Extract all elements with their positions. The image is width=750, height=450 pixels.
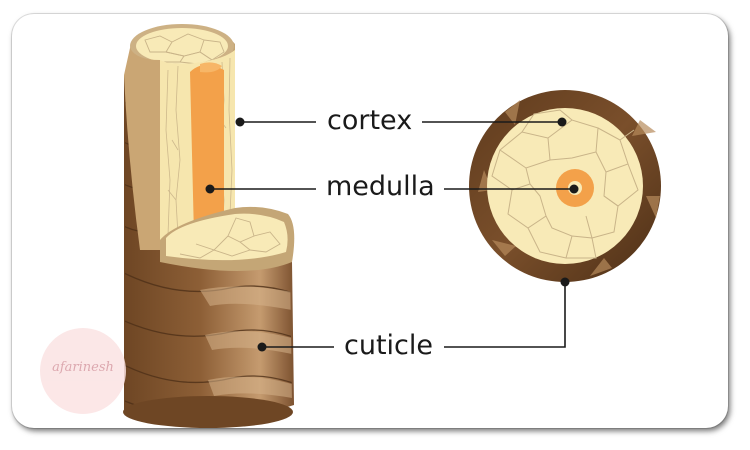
medulla-core xyxy=(190,62,224,240)
cuticle-pointer xyxy=(257,277,570,352)
medulla-pointer xyxy=(205,184,579,194)
cuticle-layer xyxy=(123,75,294,428)
cuticle-label: cuticle xyxy=(344,330,434,361)
cortex-label: cortex xyxy=(327,105,413,136)
watermark-logo: afarinesh xyxy=(40,328,126,414)
cortex-section-lower xyxy=(160,206,295,271)
hair-shaft-illustration xyxy=(123,24,295,428)
cortex-pointer xyxy=(235,117,567,127)
watermark-brand: afarinesh xyxy=(52,360,114,375)
medulla-label: medulla xyxy=(326,171,435,202)
cortex-cells xyxy=(491,109,639,259)
